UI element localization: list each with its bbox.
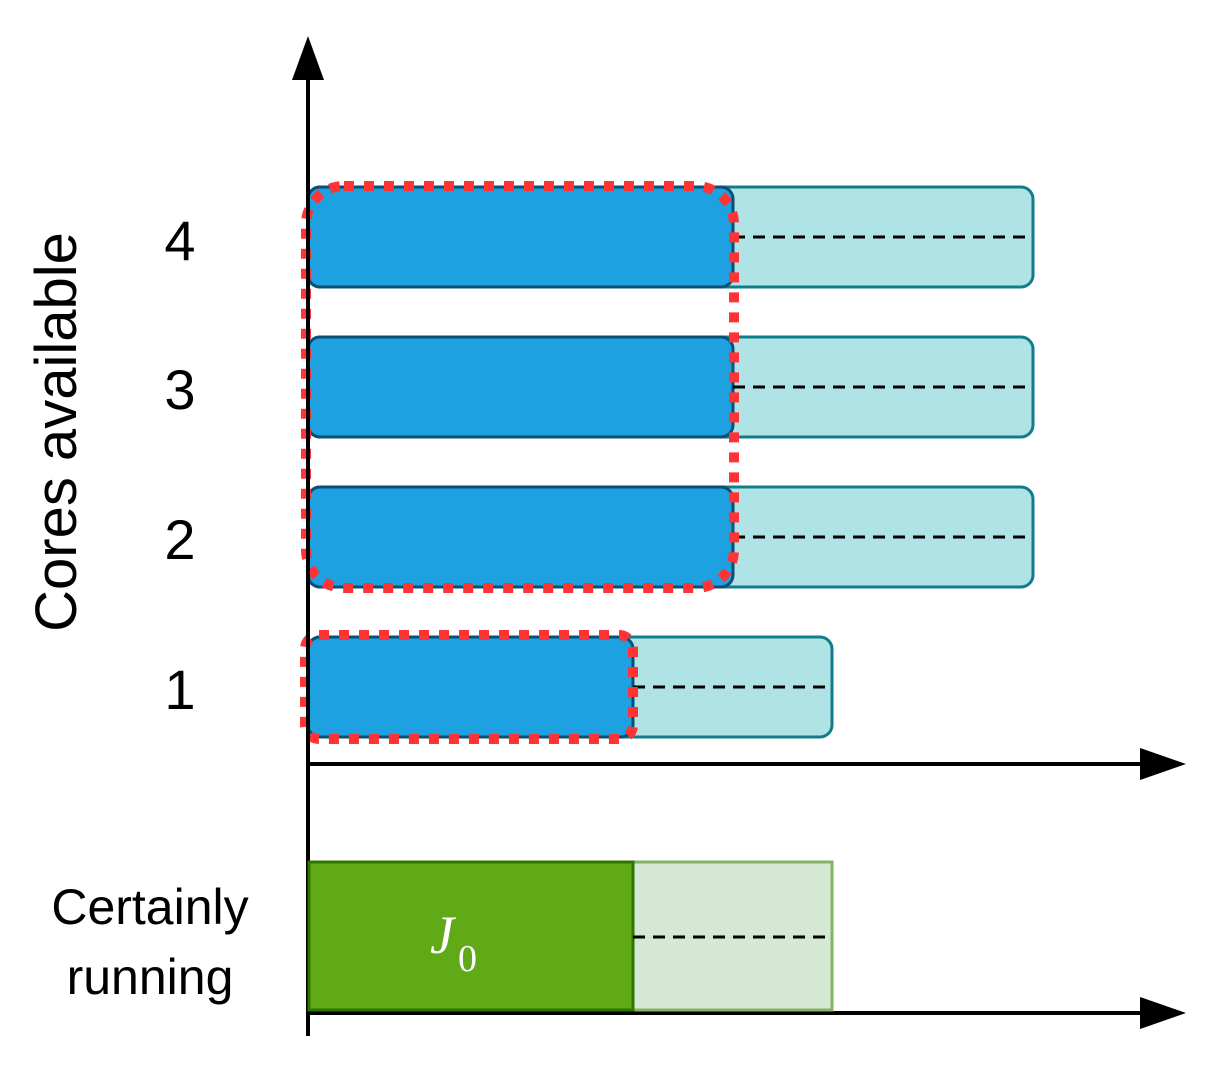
certain-bar-core-2: [306, 485, 735, 589]
certainly-running-label-line1: Certainly: [51, 879, 248, 935]
job-name: J: [430, 905, 457, 965]
certainly-running-label-line2: running: [67, 949, 234, 1005]
x-axis-arrowhead-lower: [1140, 997, 1186, 1029]
certain-bar-core-3: [306, 335, 735, 439]
x-axis-arrowhead-upper: [1140, 748, 1186, 780]
core-label-1: 1: [164, 658, 195, 721]
highlight-outline-core-1: [300, 630, 638, 744]
core-label-3: 3: [164, 358, 195, 421]
core-label-2: 2: [164, 508, 195, 571]
certain-bar-core-1: [306, 635, 635, 739]
job-subscript: 0: [458, 938, 477, 980]
y-axis-arrowhead: [292, 36, 324, 80]
job-bar-j0: [307, 860, 635, 1012]
y-axis-label: Cores available: [24, 232, 89, 632]
certain-bar-core-4: [306, 185, 735, 289]
core-label-4: 4: [164, 209, 195, 272]
